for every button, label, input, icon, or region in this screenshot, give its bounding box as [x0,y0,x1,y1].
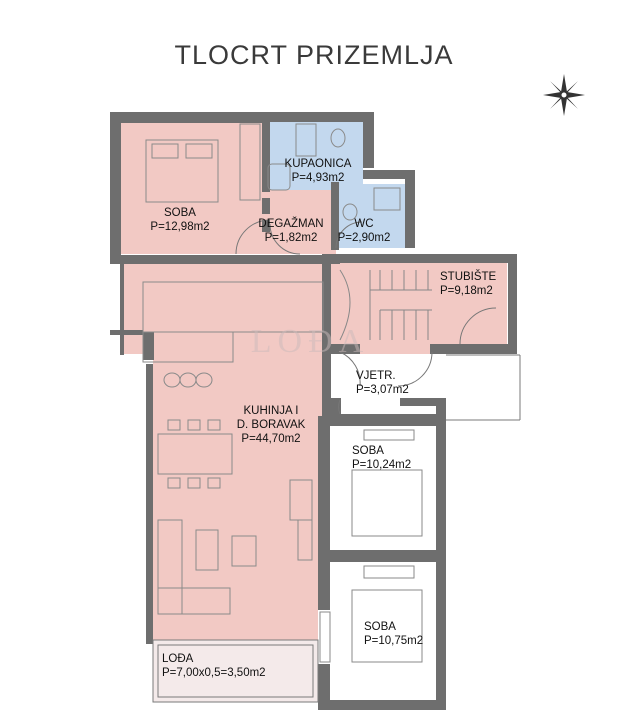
room-area: P=12,98m2 [150,221,210,233]
room-fill-kuhinja [120,260,330,640]
room-fill-stubiste [327,262,507,354]
room-area: P=1,82m2 [264,232,318,244]
room-name: WC [354,218,374,230]
room-label-kupaonica: KUPAONICA P=4,93m2 [277,157,359,185]
room-area: P=44,70m2 [241,433,301,445]
room-name: VJETR. [356,370,396,382]
room-name: DEGAŽMAN [258,218,324,230]
room-name: SOBA [352,445,384,457]
room-area: P=3,07m2 [356,384,409,396]
north-compass-icon [543,74,585,116]
room-area: P=2,90m2 [337,232,391,244]
room-fill-degazman [262,190,336,254]
doors [235,219,497,415]
room-label-soba3: SOBA P=10,75m2 [364,620,423,648]
plan-title: TLOCRT PRIZEMLJA [174,40,454,70]
room-name: LOĐA [162,653,194,665]
room-name: SOBA [164,207,196,219]
room-name-line1: KUHINJA I [243,405,299,417]
room-name: STUBIŠTE [440,271,497,283]
walls [110,112,517,710]
room-fill-wc [333,184,410,248]
room-name: KUPAONICA [284,158,352,170]
outlines [152,354,521,703]
room-fill-soba1 [120,122,270,254]
room-label-soba2: SOBA P=10,24m2 [352,444,411,472]
room-fill-kupaonica [266,120,363,194]
room-area: P=10,75m2 [364,635,424,647]
watermark-text: LOĐA [251,323,369,360]
room-label-degazman: DEGAŽMAN P=1,82m2 [258,217,324,245]
room-label-soba1: SOBA P=12,98m2 [140,206,220,234]
room-fills [120,120,507,702]
room-area: P=9,18m2 [440,285,493,297]
room-label-lodja: LOĐA P=7,00x0,5=3,50m2 [162,652,266,680]
room-label-wc: WC P=2,90m2 [334,217,394,245]
room-name: SOBA [364,621,396,633]
room-label-stubiste: STUBIŠTE P=9,18m2 [440,270,496,298]
room-label-vjetr: VJETR. P=3,07m2 [356,369,409,397]
room-area: P=7,00x0,5=3,50m2 [162,667,266,679]
room-area: P=10,24m2 [352,459,412,471]
room-fill-lodja [153,640,318,702]
furniture [142,123,423,663]
room-area: P=4,93m2 [291,172,345,184]
room-name-line2: D. BORAVAK [236,419,306,431]
stairs [339,269,432,341]
room-label-kuhinja: KUHINJA I D. BORAVAK P=44,70m2 [228,404,314,446]
